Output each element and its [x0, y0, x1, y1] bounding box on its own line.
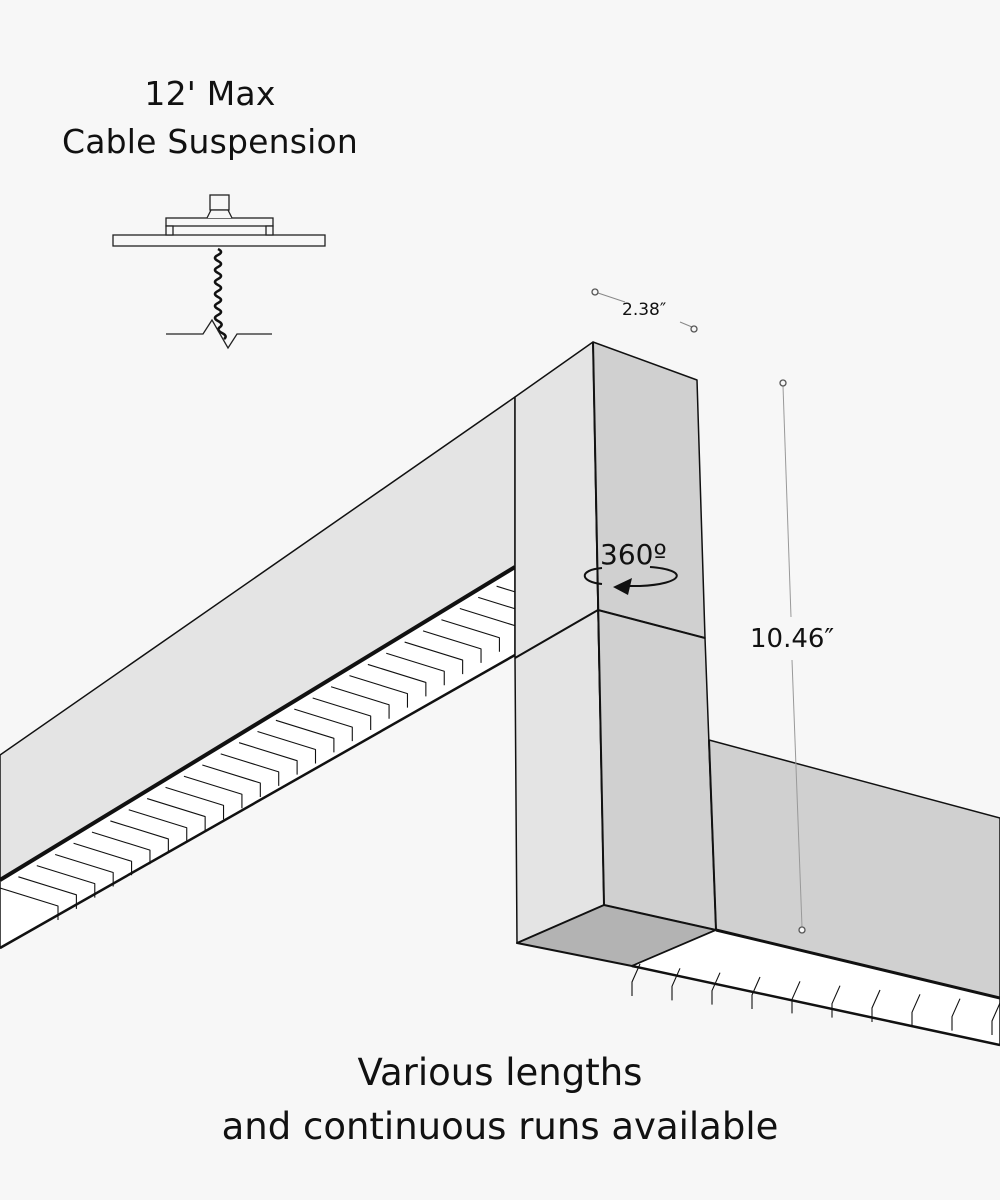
louver-blade — [441, 619, 500, 652]
suspension-title-line1: 12' Max — [144, 74, 276, 113]
rotation-label: 360º — [600, 538, 667, 571]
caption-line1: Various lengths — [357, 1051, 643, 1094]
louver-blade — [238, 742, 298, 775]
rotate-arrow-icon — [583, 566, 678, 595]
louver-blade — [422, 630, 482, 663]
louver-blade — [18, 876, 77, 909]
louver-blade — [711, 972, 721, 1005]
louver-blade — [220, 753, 280, 786]
louver-blade — [0, 887, 59, 920]
coiled-cable — [213, 247, 227, 341]
left-fixture-arm — [0, 396, 574, 950]
louver-blade — [202, 764, 261, 798]
louver-blade — [671, 968, 681, 1001]
height-dimension-line — [779, 379, 806, 934]
louver-blade — [183, 775, 243, 809]
louver-blade — [128, 809, 188, 842]
louver-blade — [330, 686, 390, 719]
louver-blade — [911, 994, 921, 1027]
louver-blades — [0, 574, 574, 920]
louver-blade — [165, 786, 225, 820]
louver-blade — [404, 641, 464, 675]
louver-blade — [367, 663, 427, 697]
caption-line2: and continuous runs available — [221, 1105, 779, 1148]
corner-block — [514, 341, 717, 967]
louver-blade — [275, 719, 335, 753]
louver-blade — [751, 976, 761, 1009]
louver-blade — [349, 675, 409, 708]
louver-blade — [257, 730, 317, 764]
louver-blade — [55, 853, 114, 887]
louver-blade — [312, 697, 372, 730]
louver-blade — [110, 820, 169, 853]
louver-blades — [631, 963, 1000, 1035]
width-dimension-label: 2.38″ — [622, 300, 667, 320]
louver-blade — [36, 865, 96, 898]
louver-blade — [991, 1002, 1000, 1035]
width-dimension-line — [591, 288, 698, 333]
louver-blade — [91, 831, 151, 865]
cable-suspension-icon — [112, 194, 326, 350]
louver-blade — [73, 842, 133, 876]
louver-blade — [791, 981, 801, 1014]
louver-blade — [146, 798, 206, 831]
louver-blade — [951, 998, 961, 1031]
suspension-title-line2: Cable Suspension — [61, 122, 359, 161]
caption: Various lengths and continuous runs avai… — [150, 1046, 850, 1154]
right-fixture-arm — [631, 739, 1000, 1047]
height-dimension-label: 10.46″ — [750, 624, 835, 654]
louver-blade — [871, 989, 881, 1022]
louver-blade — [294, 708, 353, 742]
louver-blade — [831, 985, 841, 1018]
louver-blade — [386, 652, 445, 686]
suspension-title: 12' Max Cable Suspension — [40, 70, 380, 166]
louver-blade — [631, 963, 641, 996]
